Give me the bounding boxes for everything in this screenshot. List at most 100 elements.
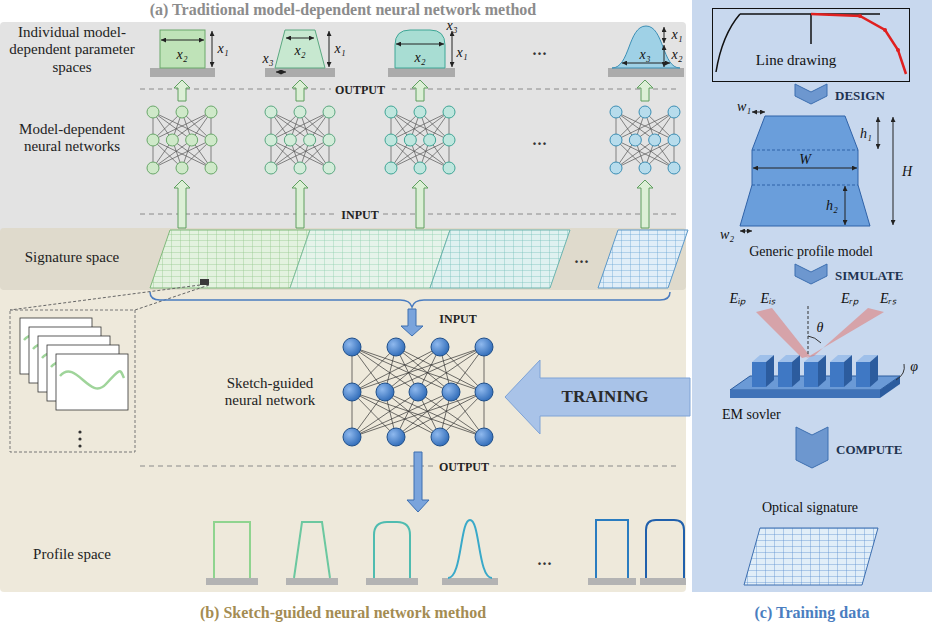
label-slot: Eᵣₛ — [880, 288, 896, 307]
flow-arrow — [412, 180, 428, 228]
label-slot: x₁ — [456, 43, 467, 61]
neuron — [166, 134, 178, 146]
label-slot: w₂ — [720, 225, 734, 243]
label-slot: x₁ — [217, 39, 228, 57]
neuron — [639, 106, 651, 118]
flow-arrow — [412, 80, 428, 101]
label-slot: x₂ — [176, 45, 187, 63]
dimension-label: x₂ — [671, 47, 682, 62]
neuron — [304, 134, 316, 146]
neuron — [205, 106, 217, 118]
neuron — [424, 134, 436, 146]
neuron — [639, 162, 651, 174]
label-slot: INPUT — [435, 309, 480, 327]
neuron — [385, 162, 397, 174]
edge-label-slot: DESIGN — [835, 86, 885, 104]
dimension-label: W — [799, 152, 811, 167]
label-slot: Signature space — [7, 249, 137, 266]
row-label: Signature space — [7, 249, 137, 266]
neuron — [186, 134, 198, 146]
grating-bar — [778, 362, 792, 387]
neuron — [265, 162, 277, 174]
neuron — [323, 134, 335, 146]
label-slot: x₂ — [414, 48, 425, 66]
flow-arrow — [292, 80, 308, 101]
row-label: Model-dependent neural networks — [7, 121, 137, 156]
neuron — [343, 428, 361, 446]
label-slot: ... — [575, 249, 590, 267]
label-slot: x₁ — [671, 25, 682, 43]
chevron-connector — [796, 427, 828, 468]
label-slot: x₃ — [639, 45, 650, 63]
label-slot: Model-dependent neural networks — [7, 121, 137, 156]
label-slot: x₂ — [294, 41, 305, 59]
label-slot: Eᵢₚ — [730, 288, 747, 307]
label-slot: x₃ — [446, 16, 457, 34]
neuron — [668, 134, 680, 146]
node-text: Line drawing — [756, 52, 836, 69]
label-slot: TRAINING — [562, 387, 649, 407]
neuron — [442, 383, 460, 401]
neuron — [294, 162, 306, 174]
label-slot: x₃ — [262, 49, 273, 67]
dimension-label: x₃ — [262, 51, 273, 66]
neuron — [176, 162, 188, 174]
edge-label-slot: COMPUTE — [836, 440, 902, 458]
neuron — [385, 106, 397, 118]
flow-arrow — [174, 180, 190, 228]
label-slot: ... — [538, 551, 553, 569]
dimension-label: x₂ — [176, 47, 187, 62]
label-slot: W — [799, 150, 811, 168]
dimension-label: w₁ — [737, 99, 751, 114]
grating-bar — [844, 355, 852, 387]
neuron — [205, 162, 217, 174]
dimension-label: x₂ — [414, 50, 425, 65]
dimension-label: Eᵢₚ — [730, 291, 747, 306]
neuron — [610, 134, 622, 146]
neuron — [343, 383, 361, 401]
node-text: Generic profile model — [749, 244, 873, 260]
dimension-label: Eᵢₛ — [761, 291, 776, 306]
neuron — [475, 383, 493, 401]
neuron — [265, 134, 277, 146]
dimension-label: x₃ — [446, 18, 457, 33]
flow-arrow — [637, 80, 653, 101]
neuron — [431, 338, 449, 356]
grating-bar — [804, 362, 818, 387]
annotation: ... — [575, 249, 590, 266]
neuron — [147, 106, 159, 118]
label-slot: Eᵢₛ — [761, 288, 776, 307]
flow-arrow — [637, 180, 653, 228]
grating-bar — [792, 355, 800, 387]
neuron — [323, 162, 335, 174]
neural-network — [343, 338, 493, 446]
neuron — [610, 162, 622, 174]
node-text: EM sovler — [722, 407, 781, 423]
neuron — [431, 428, 449, 446]
neuron — [343, 338, 361, 356]
line-drawing-box: Line drawing — [712, 8, 910, 82]
label-slot: Sketch-guided neural network — [210, 375, 330, 410]
dimension-label: w₂ — [720, 227, 734, 242]
neuron — [610, 106, 622, 118]
grating-bar — [818, 355, 826, 387]
label-slot: Individual model-dependent parameter spa… — [7, 24, 137, 76]
edge-label: DESIGN — [835, 88, 885, 103]
grating-bar — [766, 355, 774, 387]
grating-bar — [856, 362, 870, 387]
dimension-label: h₁ — [860, 126, 872, 141]
neuron — [414, 106, 426, 118]
neuron — [475, 428, 493, 446]
label-slot: φ — [910, 357, 918, 375]
neuron — [409, 383, 427, 401]
neuron — [284, 134, 296, 146]
annotation: ... — [538, 551, 553, 568]
annotation: OUTPUT — [435, 460, 493, 474]
neuron — [443, 162, 455, 174]
panel-b: (b) Sketch-guided neural network method — [0, 228, 686, 632]
dimension-label: Eᵣₛ — [880, 291, 896, 306]
neural-network — [265, 106, 335, 174]
annotation: INPUT — [337, 208, 382, 222]
neuron — [265, 106, 277, 118]
neuron — [176, 106, 188, 118]
